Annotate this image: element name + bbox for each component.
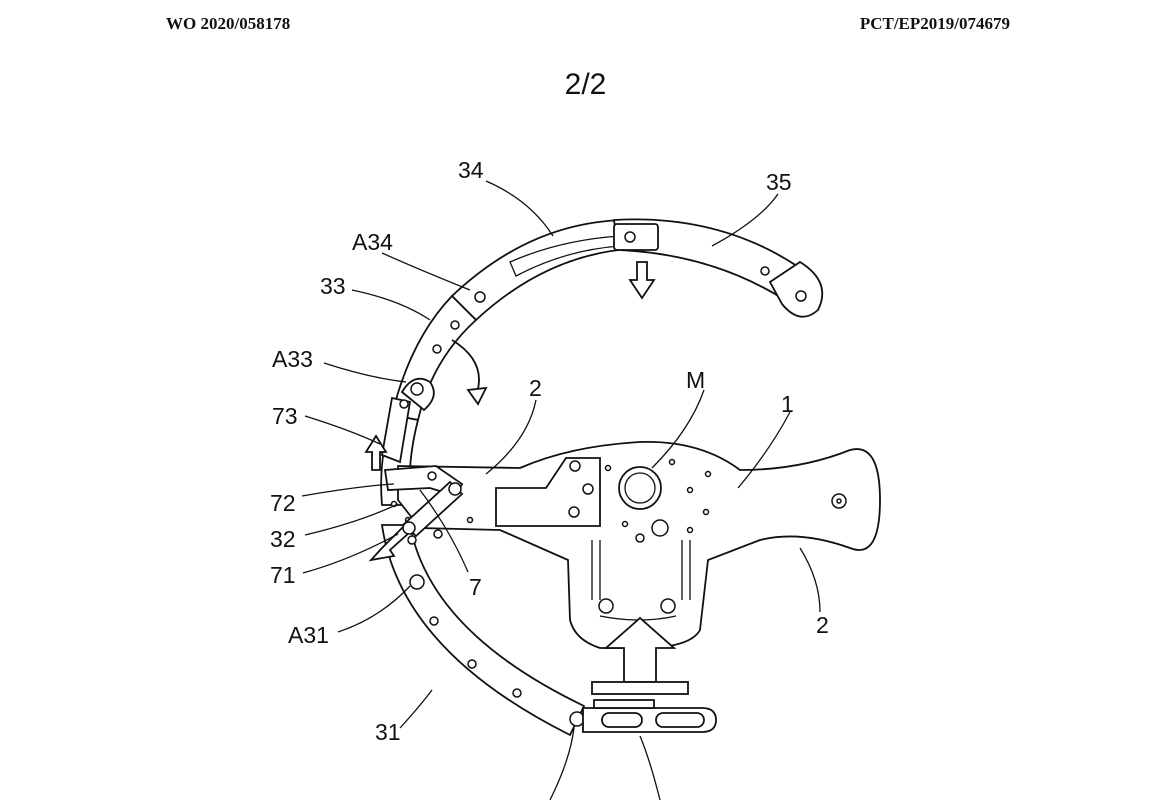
ring-segment-31: [380, 524, 586, 737]
label-a34: A34: [352, 229, 393, 255]
arrow-up-base: [603, 616, 677, 683]
base-plate: [591, 681, 689, 695]
label-2-lower: 2: [816, 612, 829, 638]
sheet-number: 2/2: [564, 68, 607, 101]
segment-35-end: [768, 260, 824, 318]
arrow-curved-33: [451, 339, 480, 397]
label-a31: A31: [288, 622, 329, 648]
label-1: 1: [781, 391, 794, 417]
label-31: 31: [375, 719, 401, 745]
label-33: 33: [320, 273, 346, 299]
leader-lines: [301, 180, 821, 800]
label-32: 32: [270, 526, 296, 552]
label-73: 73: [272, 403, 298, 429]
publication-number: WO 2020/058178: [166, 14, 291, 33]
label-34: 34: [458, 157, 484, 183]
ring-segment-34: [450, 219, 629, 322]
arrow-up-73: [364, 434, 388, 471]
application-number: PCT/EP2019/074679: [859, 14, 1010, 33]
hub-holes: [390, 458, 712, 534]
label-2-upper: 2: [529, 375, 542, 401]
label-m: M: [686, 367, 705, 393]
label-7: 7: [469, 574, 482, 600]
ring-holes: [409, 231, 807, 727]
joint-plate-34-35: [613, 223, 659, 251]
label-71: 71: [270, 562, 296, 588]
guide-rails: [591, 540, 691, 621]
label-72: 72: [270, 490, 296, 516]
label-a33: A33: [272, 346, 313, 372]
label-35: 35: [766, 169, 792, 195]
arrow-down-35: [628, 261, 656, 300]
arrow-out-71: [368, 524, 412, 562]
link-73: [380, 396, 412, 464]
